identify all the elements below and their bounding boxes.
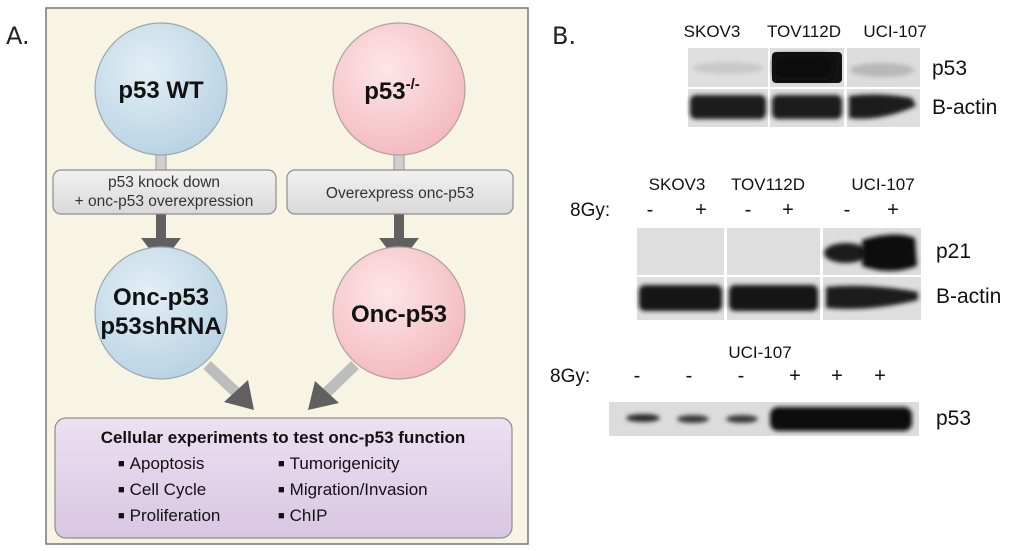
experiment-item: ■Cell Cycle — [118, 480, 206, 499]
band — [729, 285, 818, 311]
blot3-treatment-sign: - — [634, 365, 641, 387]
box-knockdown-line1: p53 knock down — [108, 174, 220, 191]
band — [693, 62, 763, 74]
blot-1: SKOV3 TOV112D UCI-107 p53 B-actin — [684, 22, 997, 127]
circle-onc-p53: Onc-p53 — [332, 246, 466, 380]
band — [862, 234, 917, 271]
panel-b: B. SKOV3 TOV112D UCI-107 p53 B-actin — [550, 22, 1001, 436]
diagonal-arrow-right-icon — [308, 361, 359, 410]
blot2-treatment-sign: - — [647, 199, 654, 221]
experiments-title: Cellular experiments to test onc-p53 fun… — [101, 428, 466, 447]
box-knockdown-line2: + onc-p53 overexpression — [75, 193, 254, 210]
experiment-item: ■Migration/Invasion — [278, 480, 428, 499]
box-knockdown: p53 knock down + onc-p53 overexpression — [52, 169, 277, 215]
circle-onc-shrna-line1: Onc-p53 — [113, 284, 209, 311]
blot3-treatment-sign: - — [738, 365, 745, 387]
experiment-item: ■Tumorigenicity — [278, 454, 400, 473]
blot2-treatment-sign: + — [887, 199, 899, 221]
blot2-treatment-sign: + — [782, 199, 794, 221]
blot3-treatment-sign: + — [789, 365, 801, 387]
blot1-protein-label: p53 — [932, 57, 967, 80]
band — [677, 415, 709, 423]
blot2-protein-label: B-actin — [936, 285, 1001, 308]
circle-p53-null: p53-/- — [332, 22, 466, 156]
band — [770, 407, 912, 431]
blot3-treatment-sign: - — [686, 365, 693, 387]
panel-a: A. p53 WT p53-/- — [6, 7, 529, 545]
blot2-treatment-sign: - — [844, 199, 851, 221]
blot2-membrane — [727, 228, 820, 275]
blot3-protein-label: p53 — [936, 407, 971, 430]
band — [626, 414, 660, 422]
circle-onc-p53-shrna: Onc-p53 p53shRNA — [94, 246, 228, 380]
blot3-lane-label: UCI-107 — [728, 343, 791, 362]
box-overexpress-label: Overexpress onc-p53 — [326, 185, 474, 202]
panel-a-label: A. — [6, 22, 30, 50]
band — [690, 95, 766, 119]
diagonal-arrow-left-icon — [203, 360, 254, 410]
blot-2: SKOV3 TOV112D UCI-107 8Gy: - + - + - + — [570, 175, 1001, 320]
experiment-item: ■ChIP — [278, 506, 327, 525]
blot1-lane-label: UCI-107 — [863, 22, 926, 41]
blot-3: UCI-107 8Gy: - - - + + + p53 — [550, 343, 971, 436]
panel-b-label: B. — [552, 22, 576, 50]
blot1-lane-label: TOV112D — [767, 22, 841, 41]
experiment-item: ■Proliferation — [118, 506, 220, 525]
blot1-lane-label: SKOV3 — [684, 22, 741, 41]
band — [772, 95, 842, 119]
circle-p53-wt-label: p53 WT — [118, 77, 204, 104]
band — [639, 285, 722, 311]
band — [826, 285, 918, 309]
band — [849, 94, 916, 119]
blot2-treatment-label: 8Gy: — [570, 200, 610, 221]
band — [850, 63, 914, 77]
blot2-treatment-sign: + — [695, 199, 707, 221]
circle-onc-shrna-line2: p53shRNA — [100, 313, 221, 340]
blot2-protein-label: p21 — [936, 240, 971, 263]
experiments-box: Cellular experiments to test onc-p53 fun… — [54, 417, 513, 539]
blot3-treatment-label: 8Gy: — [550, 366, 590, 387]
blot3-treatment-sign: + — [874, 365, 886, 387]
blot2-treatment-sign: - — [745, 199, 752, 221]
circle-p53-null-label: p53-/- — [364, 76, 420, 105]
experiment-item: ■Apoptosis — [118, 454, 204, 473]
box-overexpress: Overexpress onc-p53 — [286, 169, 514, 215]
band — [773, 54, 833, 80]
circle-onc-p53-label: Onc-p53 — [351, 301, 447, 328]
band — [726, 415, 758, 423]
blot2-lane-label: SKOV3 — [649, 175, 706, 194]
blot2-membrane — [637, 228, 724, 275]
circle-p53-wt: p53 WT — [94, 22, 228, 156]
blot1-protein-label: B-actin — [932, 96, 997, 119]
blot2-lane-label: UCI-107 — [851, 175, 914, 194]
blot3-treatment-sign: + — [831, 365, 843, 387]
blot2-lane-label: TOV112D — [731, 175, 805, 194]
band — [824, 243, 868, 263]
